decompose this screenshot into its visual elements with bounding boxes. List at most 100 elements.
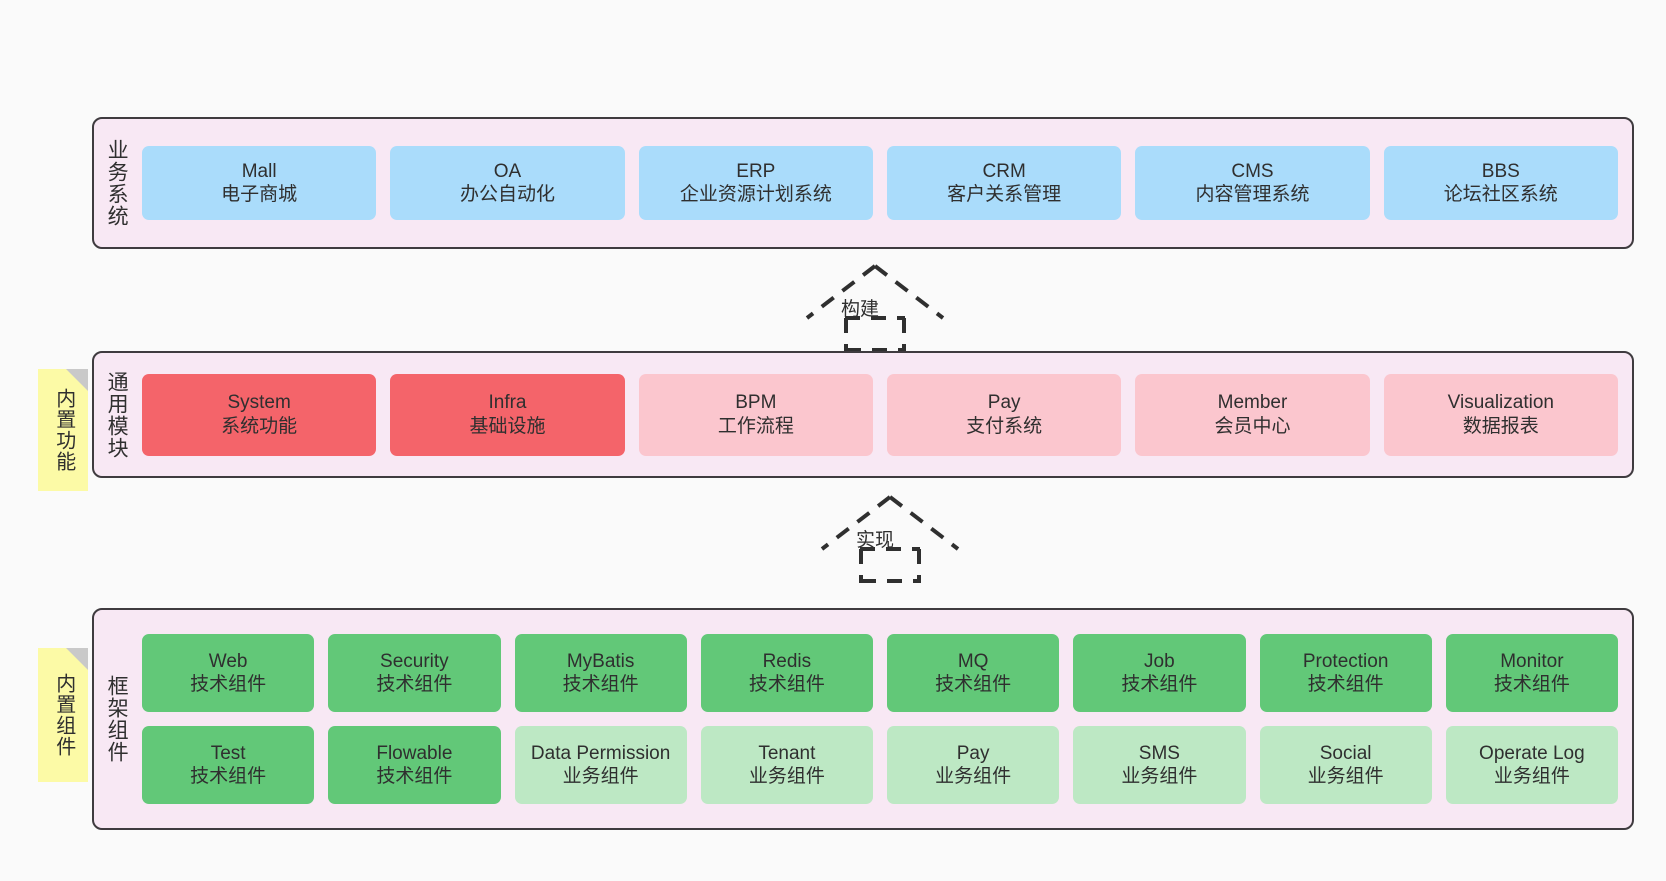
- node-title: MyBatis: [566, 650, 635, 672]
- node-operate-log[interactable]: Operate Log 业务组件: [1445, 726, 1618, 804]
- node-data-permission[interactable]: Data Permission 业务组件: [514, 726, 687, 804]
- node-visualization[interactable]: Visualization 数据报表: [1383, 373, 1618, 456]
- connector-build: 构建: [795, 262, 955, 352]
- node-infra[interactable]: Infra 基础设施: [390, 373, 625, 456]
- node-protection[interactable]: Protection 技术组件: [1259, 634, 1432, 712]
- connector-implement: 实现: [810, 493, 970, 583]
- node-security[interactable]: Security 技术组件: [328, 634, 501, 712]
- node-oa[interactable]: OA 办公自动化: [390, 146, 625, 220]
- node-bpm[interactable]: BPM 工作流程: [638, 373, 873, 456]
- node-mq[interactable]: MQ 技术组件: [887, 634, 1060, 712]
- node-title: Infra: [488, 392, 527, 414]
- node-subtitle: 技术组件: [190, 766, 267, 787]
- layer-title-common-modules: 通用模块: [105, 370, 129, 459]
- node-redis[interactable]: Redis 技术组件: [700, 634, 873, 712]
- node-mall[interactable]: Mall 电子商城: [142, 146, 377, 220]
- fold-corner-icon: [66, 369, 88, 391]
- node-subtitle: 技术组件: [562, 674, 639, 695]
- node-subtitle: 技术组件: [935, 674, 1012, 695]
- node-title: Data Permission: [530, 742, 671, 764]
- node-subtitle: 办公自动化: [459, 184, 555, 205]
- node-title: Job: [1144, 650, 1175, 672]
- node-subtitle: 业务组件: [562, 766, 639, 787]
- node-mybatis[interactable]: MyBatis 技术组件: [514, 634, 687, 712]
- node-subtitle: 系统功能: [221, 415, 298, 437]
- node-title: SMS: [1138, 742, 1180, 764]
- node-flowable[interactable]: Flowable 技术组件: [328, 726, 501, 804]
- node-subtitle: 业务组件: [1307, 766, 1384, 787]
- node-subtitle: 业务组件: [935, 766, 1012, 787]
- node-member[interactable]: Member 会员中心: [1135, 373, 1370, 456]
- node-pay[interactable]: Pay 支付系统: [886, 373, 1122, 456]
- layer-body-business-systems: Mall 电子商城 OA 办公自动化 ERP 企业资源计划系统 CRM 客户关系…: [138, 119, 1632, 247]
- node-row: System 系统功能 Infra 基础设施 BPM 工作流程 Pay 支付系统…: [142, 373, 1618, 456]
- node-crm[interactable]: CRM 客户关系管理: [886, 146, 1122, 220]
- node-title: MQ: [957, 650, 989, 672]
- node-row: Test 技术组件 Flowable 技术组件 Data Permission …: [142, 726, 1618, 804]
- node-title: Protection: [1302, 650, 1389, 672]
- node-subtitle: 技术组件: [1121, 674, 1198, 695]
- node-subtitle: 数据报表: [1462, 415, 1539, 437]
- node-title: BBS: [1481, 160, 1520, 182]
- node-title: OA: [493, 160, 522, 182]
- node-title: Redis: [762, 650, 812, 672]
- node-title: Monitor: [1500, 650, 1564, 672]
- node-web[interactable]: Web 技术组件: [142, 634, 315, 712]
- layer-title-framework-components: 框架组件: [105, 675, 129, 763]
- node-subtitle: 论坛社区系统: [1443, 184, 1558, 205]
- node-title: Security: [380, 650, 449, 672]
- node-title: Mall: [241, 160, 277, 182]
- node-subtitle: 业务组件: [1121, 766, 1198, 787]
- node-subtitle: 业务组件: [748, 766, 825, 787]
- node-social[interactable]: Social 业务组件: [1259, 726, 1432, 804]
- node-cms[interactable]: CMS 内容管理系统: [1135, 146, 1370, 220]
- node-system[interactable]: System 系统功能: [142, 373, 377, 456]
- node-title: Test: [210, 742, 246, 764]
- node-sms[interactable]: SMS 业务组件: [1073, 726, 1246, 804]
- layer-framework-components: 框架组件 Web 技术组件 Security 技术组件 MyBatis 技术组件…: [92, 608, 1634, 830]
- node-subtitle: 内容管理系统: [1195, 184, 1310, 205]
- node-title: Pay: [987, 392, 1021, 414]
- node-title: Social: [1319, 742, 1372, 764]
- node-title: BPM: [735, 392, 777, 414]
- node-title: Pay: [956, 742, 990, 764]
- node-row: Mall 电子商城 OA 办公自动化 ERP 企业资源计划系统 CRM 客户关系…: [142, 146, 1618, 220]
- node-subtitle: 技术组件: [748, 674, 825, 695]
- node-erp[interactable]: ERP 企业资源计划系统: [638, 146, 873, 220]
- layer-body-framework-components: Web 技术组件 Security 技术组件 MyBatis 技术组件 Redi…: [138, 610, 1632, 828]
- node-subtitle: 技术组件: [376, 766, 453, 787]
- node-subtitle: 技术组件: [1493, 674, 1570, 695]
- sticky-note-label: 内置功能: [52, 388, 75, 472]
- node-subtitle: 客户关系管理: [947, 184, 1062, 205]
- sticky-note-builtin-components: 内置组件: [38, 648, 88, 782]
- node-tenant[interactable]: Tenant 业务组件: [700, 726, 873, 804]
- node-title: CRM: [982, 160, 1026, 182]
- node-title: Member: [1217, 392, 1288, 414]
- node-subtitle: 基础设施: [469, 415, 546, 437]
- node-title: ERP: [736, 160, 776, 182]
- node-title: Tenant: [758, 742, 816, 764]
- node-job[interactable]: Job 技术组件: [1073, 634, 1246, 712]
- node-pay-business[interactable]: Pay 业务组件: [887, 726, 1060, 804]
- layer-body-common-modules: System 系统功能 Infra 基础设施 BPM 工作流程 Pay 支付系统…: [138, 353, 1632, 476]
- node-subtitle: 业务组件: [1493, 766, 1570, 787]
- node-subtitle: 工作流程: [717, 415, 794, 437]
- sticky-note-label: 内置组件: [52, 673, 75, 757]
- node-bbs[interactable]: BBS 论坛社区系统: [1383, 146, 1618, 220]
- layer-common-modules: 通用模块 System 系统功能 Infra 基础设施 BPM 工作流程 Pay…: [92, 351, 1634, 478]
- node-subtitle: 支付系统: [966, 415, 1043, 437]
- node-subtitle: 会员中心: [1214, 415, 1291, 437]
- layer-business-systems: 业务系统 Mall 电子商城 OA 办公自动化 ERP 企业资源计划系统 CRM…: [92, 117, 1634, 249]
- node-title: CMS: [1231, 160, 1274, 182]
- node-title: Flowable: [376, 742, 453, 764]
- node-subtitle: 电子商城: [221, 184, 298, 205]
- node-title: Web: [208, 650, 248, 672]
- node-test[interactable]: Test 技术组件: [142, 726, 315, 804]
- node-subtitle: 技术组件: [190, 674, 267, 695]
- connector-label-implement: 实现: [856, 530, 895, 551]
- node-monitor[interactable]: Monitor 技术组件: [1445, 634, 1618, 712]
- layer-title-business-systems: 业务系统: [105, 139, 129, 227]
- connector-label-build: 构建: [841, 299, 880, 320]
- node-row: Web 技术组件 Security 技术组件 MyBatis 技术组件 Redi…: [142, 634, 1618, 712]
